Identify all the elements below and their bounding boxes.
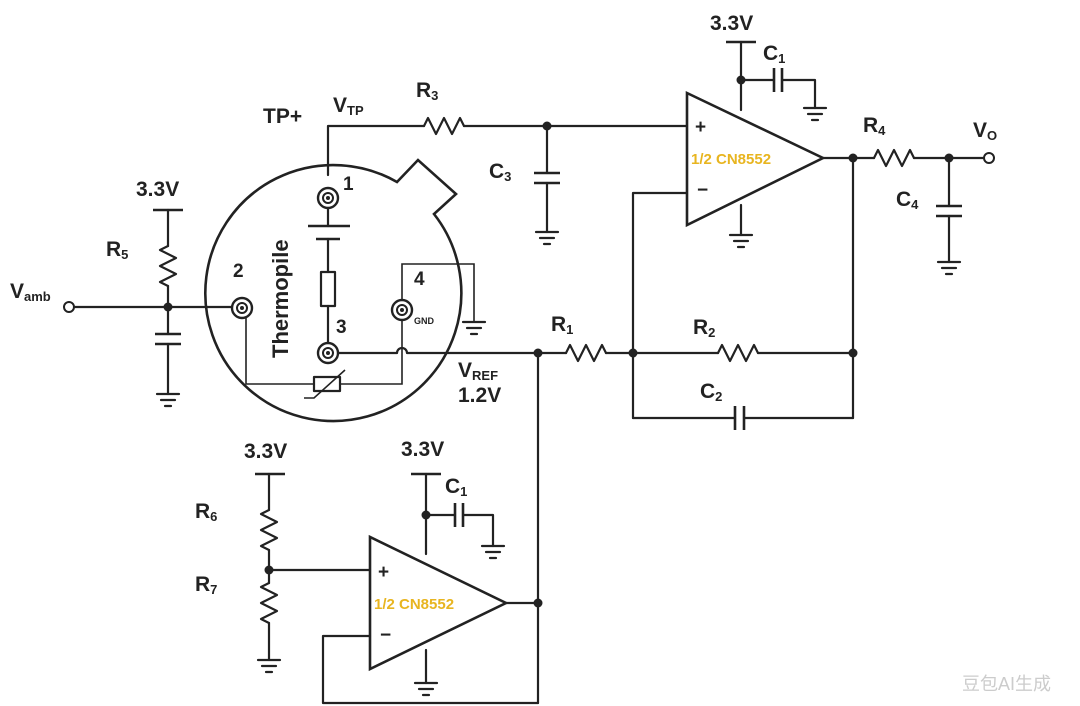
resistor-r4 (872, 148, 916, 168)
vtp-label: VTP (333, 94, 364, 118)
opamp-bottom-minus: − (380, 625, 391, 646)
opamp-bottom-label: 1/2 CN8552 (374, 596, 454, 613)
c2-label: C2 (700, 380, 722, 404)
vo-label: VO (973, 119, 997, 143)
opamp-top-plus: + (695, 117, 706, 138)
r1-label: R1 (551, 313, 573, 337)
thermopile-package (204, 158, 463, 423)
wire (340, 319, 403, 385)
ground-icon (155, 392, 181, 408)
resistor-r2 (716, 343, 760, 363)
ground-icon (480, 544, 506, 560)
resistor-r7 (259, 581, 279, 625)
ground-icon (728, 233, 754, 249)
r7-label: R7 (195, 573, 217, 597)
wire-vref (336, 346, 540, 355)
ground-icon (936, 260, 962, 276)
ground-icon (256, 658, 282, 674)
ground-icon (461, 320, 487, 336)
wire (461, 513, 495, 548)
r4-label: R4 (863, 114, 886, 138)
thermistor-slash (304, 369, 346, 399)
r3-label: R3 (416, 79, 438, 103)
ground-icon (413, 681, 439, 697)
thermopile-resistor (319, 270, 337, 308)
ground-icon (534, 230, 560, 246)
thermopile-label: Thermopile (268, 239, 293, 358)
resistor-r5 (158, 244, 178, 288)
pin-3-label: 3 (336, 317, 347, 338)
resistor-r3 (422, 116, 466, 136)
resistor-r6 (259, 508, 279, 552)
vo-terminal (983, 152, 995, 164)
opamp-top (685, 90, 826, 228)
vref-label: VREF (458, 359, 498, 383)
opamp-bottom (368, 534, 509, 672)
r5-label: R5 (106, 238, 128, 262)
opamp-bottom-plus: + (378, 562, 389, 583)
c3-label: C3 (489, 160, 511, 184)
wire-follower-feedback (321, 634, 540, 705)
r2-label: R2 (693, 316, 715, 340)
supply-label-top: 3.3V (710, 12, 753, 35)
wire-feedback-minus (631, 191, 689, 420)
wire-vtp (326, 124, 426, 177)
pin-2-label: 2 (233, 261, 244, 282)
wire (245, 318, 314, 385)
watermark: 豆包AI生成 (962, 674, 1051, 694)
pin-4-label: 4 (414, 269, 425, 290)
cap-c1-top-label: C1 (763, 42, 785, 66)
supply-label-op2: 3.3V (401, 438, 444, 461)
ground-icon (802, 106, 828, 122)
tp-plus-label: TP+ (263, 105, 302, 128)
junction (848, 348, 858, 358)
resistor-r1 (564, 343, 608, 363)
vamb-label: Vamb (10, 280, 51, 304)
opamp-top-label: 1/2 CN8552 (691, 151, 771, 168)
vamb-terminal (63, 301, 75, 313)
pin-1-label: 1 (343, 174, 354, 195)
c4-label: C4 (896, 188, 919, 212)
opamp-top-minus: − (697, 180, 708, 201)
wire (780, 78, 817, 110)
vref-value: 1.2V (458, 384, 501, 407)
cap-c1-bottom-label: C1 (445, 475, 467, 499)
supply-label-r5: 3.3V (136, 178, 179, 201)
supply-label-r6: 3.3V (244, 440, 287, 463)
gnd-text: GND (414, 316, 435, 326)
r6-label: R6 (195, 500, 217, 524)
wire-gnd (401, 263, 475, 322)
